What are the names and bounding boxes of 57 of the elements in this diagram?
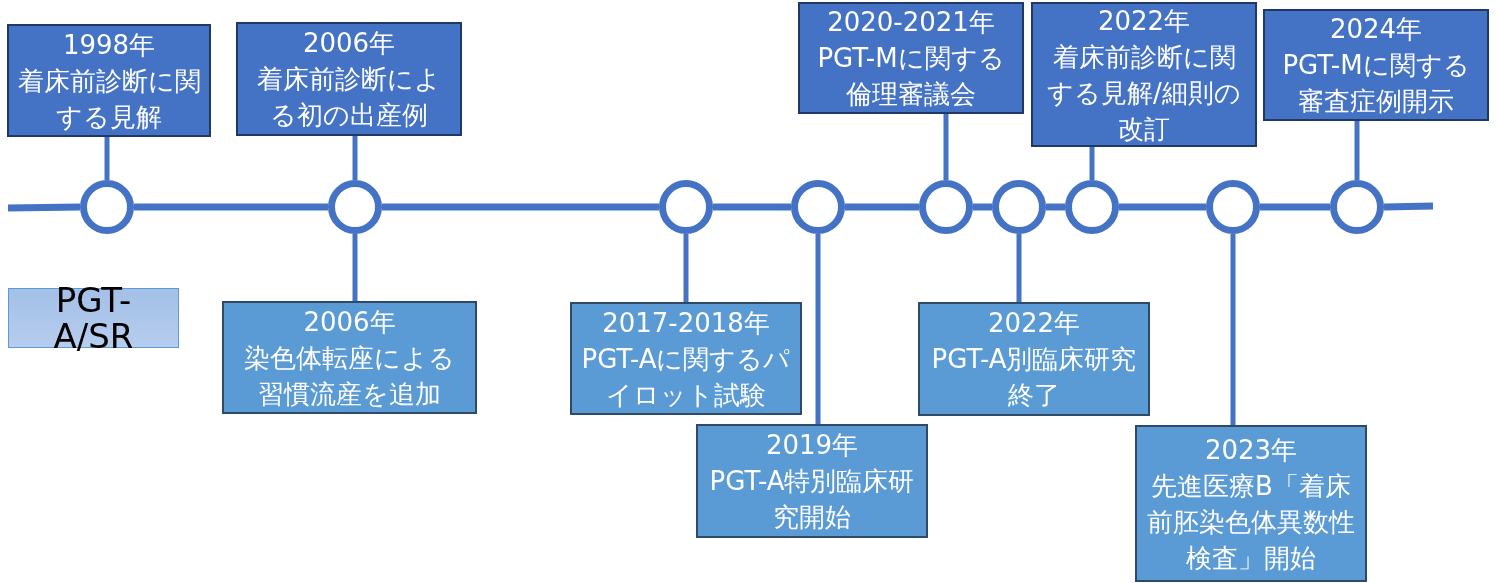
timeline-circle — [791, 180, 845, 234]
timeline-line — [134, 203, 328, 211]
event-text: PGT-A特別臨床研究開始 — [708, 465, 916, 534]
timeline-circle — [659, 180, 713, 234]
timeline-line — [1260, 203, 1330, 211]
leader-line — [1354, 121, 1360, 180]
leader-line — [1230, 234, 1236, 425]
event-text: PGT-Aに関するパイロット試験 — [580, 342, 792, 412]
event-box — [1135, 425, 1367, 582]
event-box — [7, 24, 211, 137]
leader-line — [815, 234, 821, 424]
leader-line — [104, 137, 110, 180]
timeline-line — [1046, 203, 1065, 211]
event-box — [1031, 2, 1257, 147]
timeline-line — [845, 203, 919, 211]
event-text: 先進医療B「着床前胚染色体異数性検査」開始 — [1146, 469, 1356, 575]
year-label: 2022年 — [987, 307, 1081, 340]
event-text: PGT-A別臨床研究終了 — [930, 343, 1138, 412]
timeline-line — [1119, 203, 1206, 211]
year-label: 2006年 — [303, 305, 396, 339]
year-label: 2022年 — [1097, 4, 1191, 38]
event-box — [222, 301, 477, 414]
leader-line — [683, 234, 689, 302]
event-text: PGT-Mに関する審査症例開示 — [1281, 49, 1471, 118]
timeline-circle — [992, 180, 1046, 234]
timeline-line — [973, 203, 992, 211]
event-box — [570, 302, 802, 415]
year-label: 2006年 — [302, 27, 396, 60]
event-text: 着床前診断に関する見解/細則の改訂 — [1046, 40, 1242, 146]
event-box — [696, 424, 928, 538]
timeline-line — [382, 203, 659, 211]
timeline-line — [713, 203, 791, 211]
timeline-circle — [328, 180, 382, 234]
year-label: 2019年 — [765, 429, 859, 462]
timeline-circle — [1065, 180, 1119, 234]
event-text: 着床前診断に関する見解 — [17, 64, 201, 134]
leader-line — [352, 234, 358, 301]
year-label: 1998年 — [62, 28, 156, 62]
event-box — [798, 2, 1024, 114]
event-text: PGT-Mに関する倫理審議会 — [816, 42, 1006, 111]
year-label: 2024年 — [1329, 13, 1423, 46]
year-label: 2020-2021年 — [827, 6, 995, 39]
leader-line — [1089, 147, 1095, 180]
timeline-circle — [1206, 180, 1260, 234]
event-box — [918, 302, 1150, 416]
timeline-circle — [1330, 180, 1384, 234]
event-box — [1263, 9, 1489, 121]
event-text: 着床前診断による初の出産例 — [256, 63, 442, 132]
timeline-circle — [919, 180, 973, 234]
timeline-circle — [80, 180, 134, 234]
event-box — [236, 22, 462, 136]
year-label: 2017-2018年 — [602, 306, 770, 340]
year-label: 2023年 — [1204, 433, 1298, 467]
event-text: 染色体転座による習慣流産を追加 — [243, 341, 456, 411]
leader-line — [1016, 234, 1022, 302]
leader-line — [943, 114, 949, 180]
leader-line — [352, 136, 358, 180]
